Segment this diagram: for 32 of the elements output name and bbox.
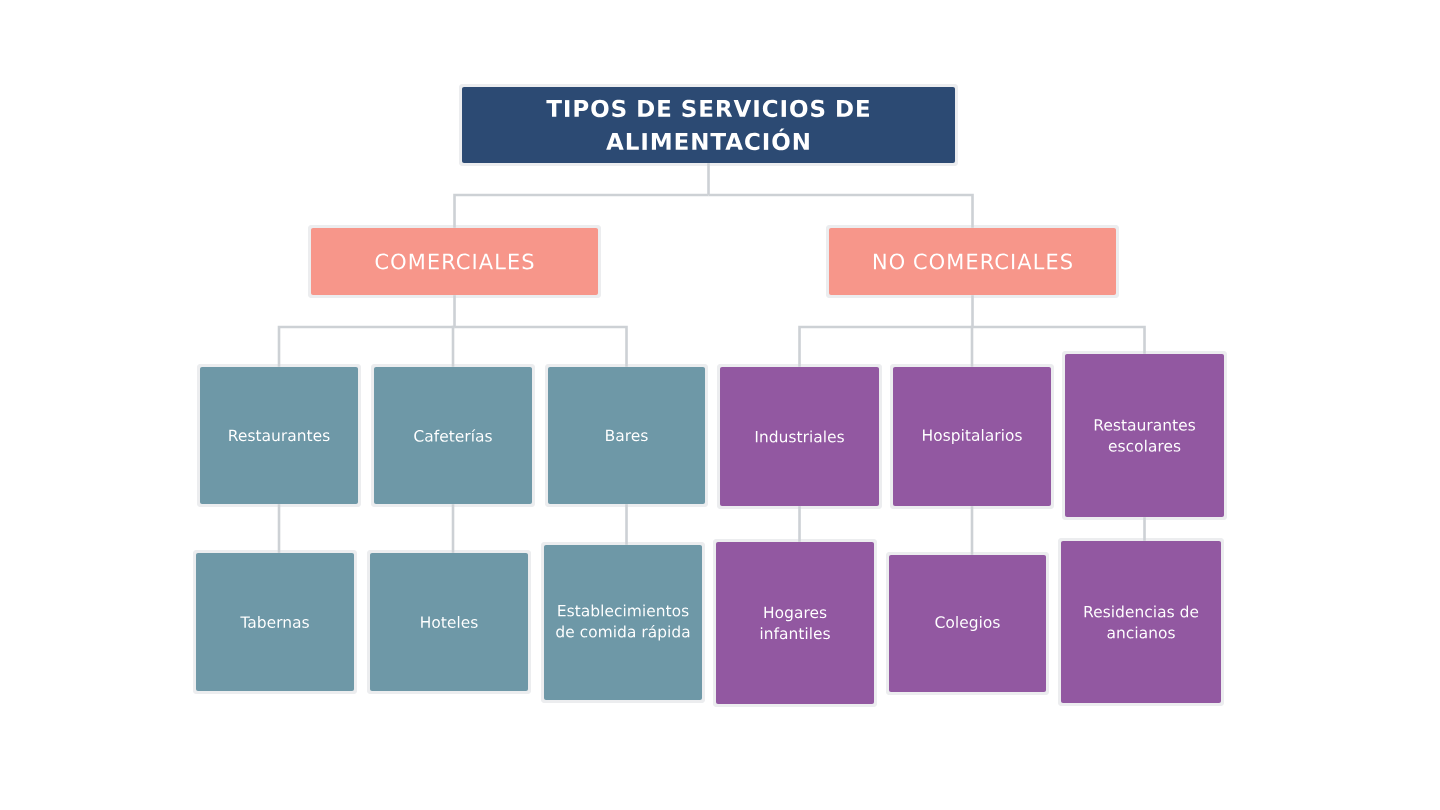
connector-line (451, 325, 456, 367)
connector-line (453, 193, 709, 228)
category-box: COMERCIALES (311, 228, 598, 295)
item-box: Hogares infantiles (716, 542, 874, 704)
connector-line (970, 325, 974, 367)
title-box: TIPOS DE SERVICIOS DE ALIMENTACIÓN (462, 87, 955, 163)
connector-line (708, 193, 974, 228)
connector-line (798, 506, 801, 542)
connector-line (1143, 517, 1146, 541)
item-box: Industriales (720, 367, 879, 506)
item-box: Establecimientos de comida rápida (544, 545, 702, 700)
item-box: Hoteles (370, 553, 528, 691)
item-box: Residencias de ancianos (1061, 541, 1221, 703)
connector-line (625, 504, 628, 545)
item-box: Restaurantes (200, 367, 358, 504)
connector-line (970, 506, 974, 555)
item-box: Restaurantes escolares (1065, 354, 1224, 517)
item-box: Hospitalarios (893, 367, 1051, 506)
connector-line (453, 295, 456, 327)
connector-line (277, 325, 455, 367)
item-box: Tabernas (196, 553, 354, 691)
connector-line (971, 295, 974, 327)
connector-line (451, 504, 455, 553)
category-box: NO COMERCIALES (829, 228, 1116, 295)
connector-line (454, 325, 628, 367)
item-box: Bares (548, 367, 705, 504)
item-box: Cafeterías (374, 367, 532, 504)
connector-line (972, 325, 1146, 354)
item-box: Colegios (889, 555, 1046, 692)
connector-line (707, 163, 710, 195)
connector-line (798, 325, 973, 367)
connector-line (277, 504, 281, 553)
